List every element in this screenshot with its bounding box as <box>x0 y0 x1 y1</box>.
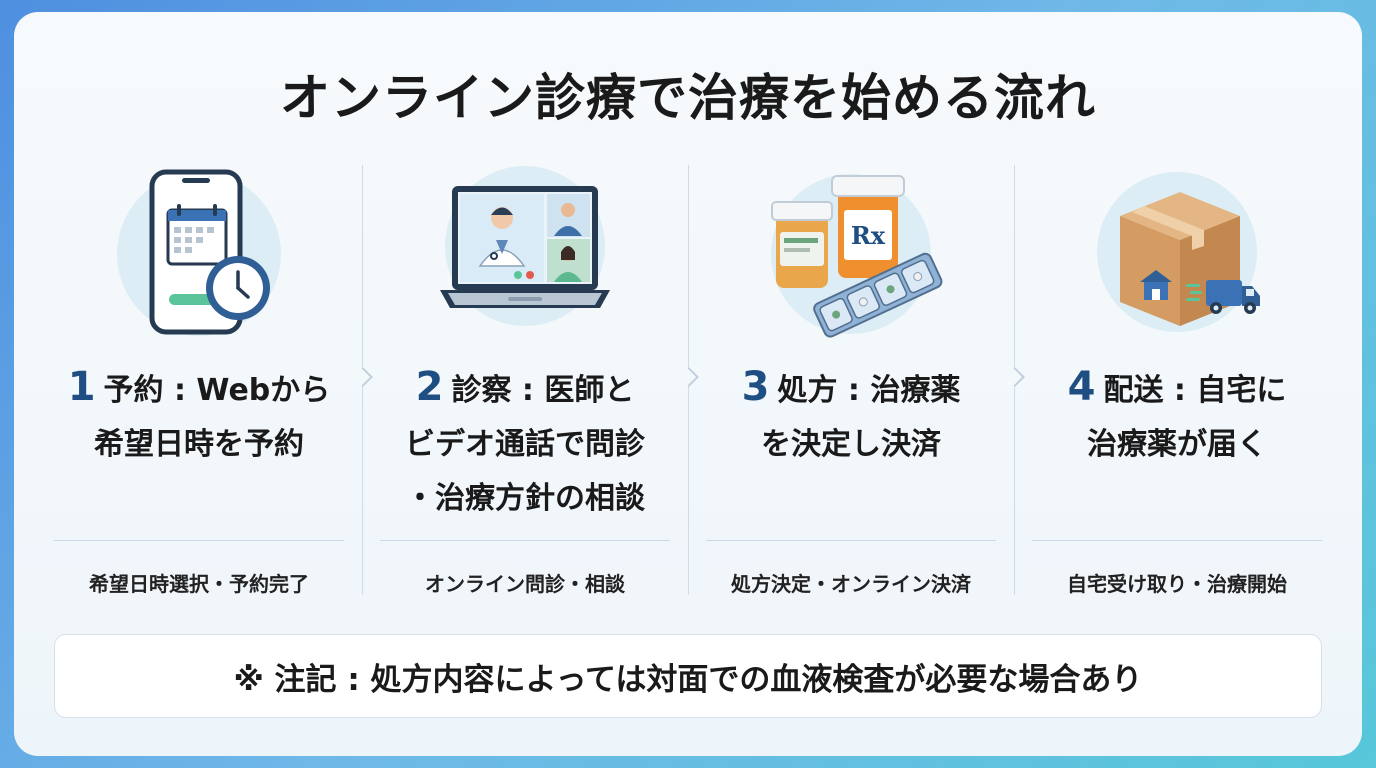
step-subtext: 自宅受け取り・治療開始 <box>1067 572 1287 596</box>
package-delivery-truck-icon <box>1082 166 1272 356</box>
step-number: 3 <box>741 364 770 410</box>
step-subtext: 希望日時選択・予約完了 <box>89 572 309 596</box>
divider <box>54 540 344 541</box>
divider <box>380 540 670 541</box>
note-text: ※ 注記 : 処方内容によっては対面での血液検査が必要な場合あり <box>233 661 1143 698</box>
laptop-video-call-icon <box>430 166 620 356</box>
divider <box>1032 540 1322 541</box>
divider <box>706 540 996 541</box>
page-title: オンライン診療で治療を始める流れ <box>280 69 1096 127</box>
step-number: 1 <box>67 364 96 410</box>
step-subtext: 処方決定・オンライン決済 <box>731 572 971 596</box>
rx-label: Rx <box>851 221 886 250</box>
medicine-bottles-icon: Rx <box>756 166 946 356</box>
step-number: 2 <box>415 364 444 410</box>
step-subtext: オンライン問診・相談 <box>425 572 625 596</box>
smartphone-calendar-clock-icon <box>104 166 294 356</box>
note-box: ※ 注記 : 処方内容によっては対面での血液検査が必要な場合あり <box>54 634 1322 718</box>
step-number: 4 <box>1067 364 1096 410</box>
